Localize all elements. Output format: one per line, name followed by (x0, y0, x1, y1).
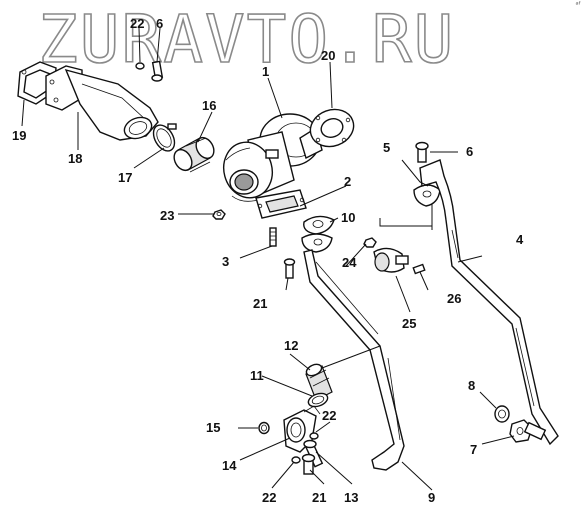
part-21-bolt-upper (283, 258, 296, 279)
part-1-turbocharger (223, 113, 323, 202)
callout-1: 1 (262, 64, 269, 79)
part-3-stud (269, 227, 277, 247)
callout-10: 10 (341, 210, 355, 225)
part-6-bolt-right (415, 141, 429, 163)
part-9-drain-pipe (301, 233, 405, 471)
callout-8: 8 (468, 378, 475, 393)
callout-4: 4 (516, 232, 524, 247)
callout-19: 19 (12, 128, 26, 143)
callout-labels: 22 6 1 20 19 18 16 17 2 23 10 3 21 5 6 4… (12, 16, 524, 505)
part-10-gasket (303, 215, 335, 235)
callout-13: 13 (344, 490, 358, 505)
part-11-clamp (307, 392, 329, 408)
callout-3: 3 (222, 254, 229, 269)
callout-26: 26 (447, 291, 461, 306)
part-26-bolt (412, 263, 426, 275)
callout-16: 16 (202, 98, 216, 113)
callout-20: 20 (321, 48, 335, 63)
callout-5: 5 (383, 140, 390, 155)
callout-22: 22 (130, 16, 144, 31)
part-20-flange-gasket (309, 108, 355, 148)
part-15-o-ring (258, 421, 270, 435)
callout-6-right: 6 (466, 144, 473, 159)
callout-21-lower: 21 (312, 490, 326, 505)
part-17-clamp (152, 123, 177, 152)
callout-22-lower: 22 (262, 490, 276, 505)
callout-11: 11 (250, 368, 264, 383)
part-2-mount-gasket (255, 189, 307, 219)
part-6-bolt-top (151, 60, 164, 82)
callout-25: 25 (402, 316, 416, 331)
part-21-bolt-lower (301, 453, 316, 475)
callout-9: 9 (428, 490, 435, 505)
part-16-sleeve (173, 136, 215, 173)
part-4-oil-pipe (419, 159, 559, 446)
callout-23: 23 (160, 208, 174, 223)
part-24-nut (363, 237, 377, 248)
part-22-washer-lower (291, 456, 301, 464)
part-5-gasket (413, 184, 441, 207)
part-22-washer-right (309, 432, 319, 440)
callout-2: 2 (344, 174, 351, 189)
part-12-hose (305, 363, 333, 401)
part-8-washer (494, 405, 510, 423)
leader-lines (21, 27, 515, 491)
part-7-fitting (509, 419, 547, 443)
callout-12: 12 (284, 338, 298, 353)
part-13-bolt (303, 439, 324, 468)
callout-18: 18 (68, 151, 82, 166)
callout-17: 17 (118, 170, 132, 185)
callout-22-right: 22 (322, 408, 336, 423)
part-25-bracket (373, 247, 409, 273)
callout-7: 7 (470, 442, 477, 457)
callout-6: 6 (156, 16, 163, 31)
corner-mark: ᵃᶠ (575, 0, 581, 9)
part-23-nut (212, 209, 226, 220)
callout-24: 24 (342, 255, 357, 270)
part-22-washer-top (135, 62, 145, 70)
part-18-exhaust-elbow (45, 65, 159, 141)
callout-14: 14 (222, 458, 237, 473)
callout-15: 15 (206, 420, 220, 435)
watermark-text: ZURAVTO.RU (38, 1, 455, 78)
callout-21: 21 (253, 296, 267, 311)
